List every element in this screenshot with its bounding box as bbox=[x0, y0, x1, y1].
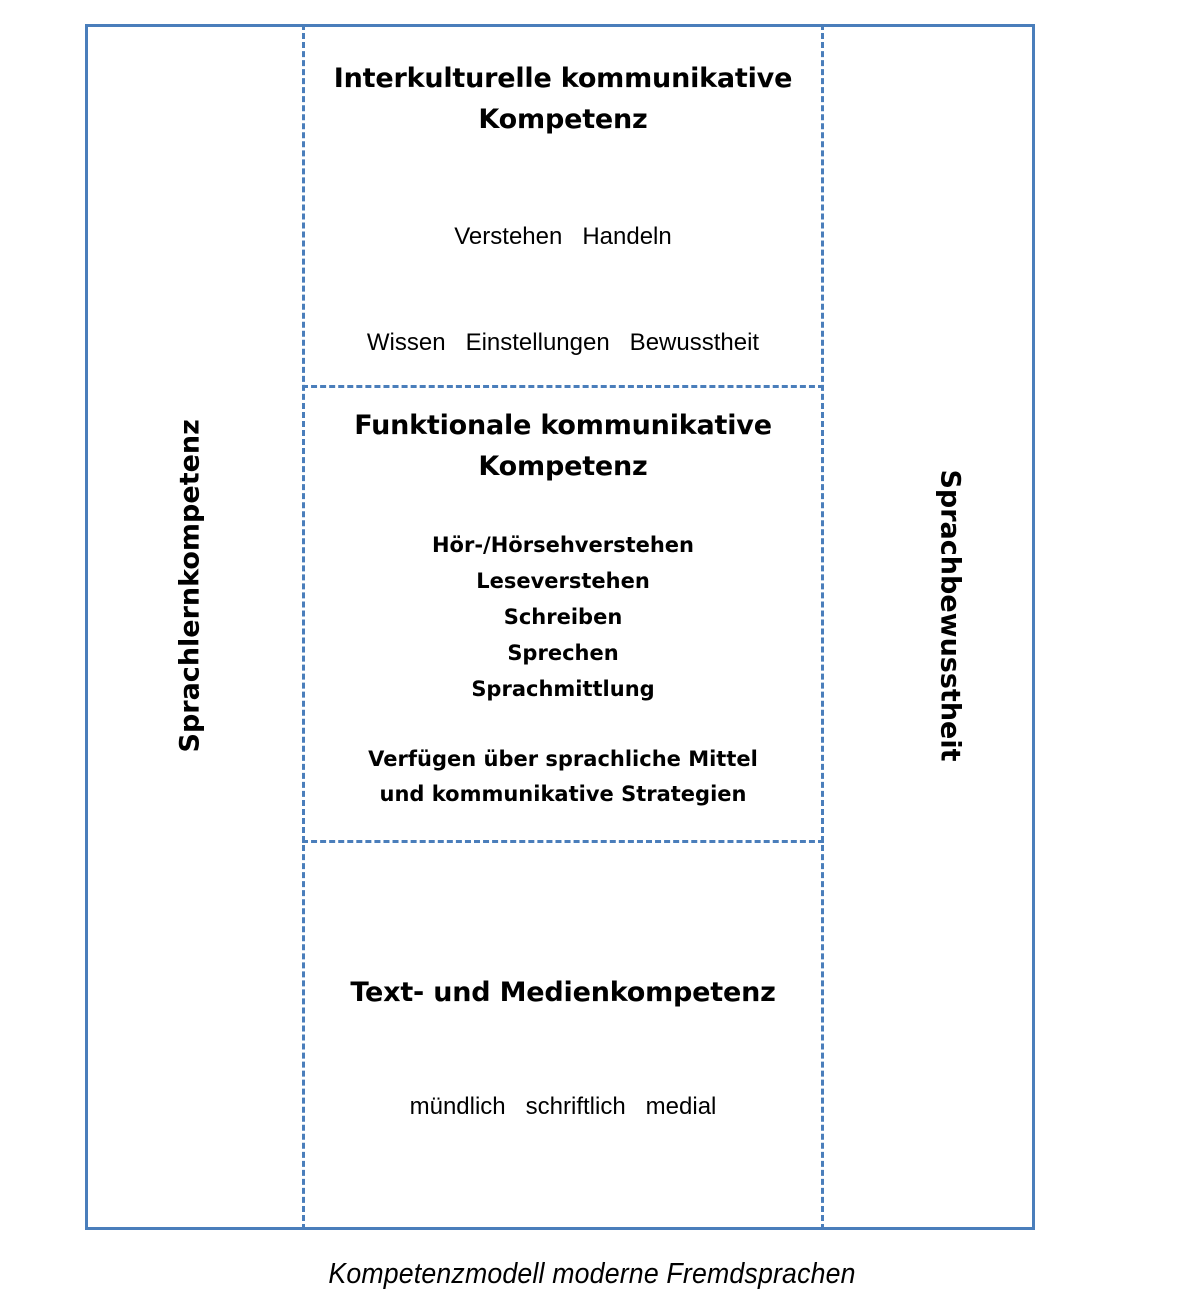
functional-competence-title-line-1: Funktionale kommunikative bbox=[354, 410, 772, 441]
intercultural-competence-title: Interkulturelle kommunikative Kompetenz bbox=[302, 58, 824, 140]
skill-list-item: Schreiben bbox=[503, 605, 623, 629]
intercultural-competence-title-line-2: Kompetenz bbox=[478, 104, 648, 135]
means-block-line-2: und kommunikative Strategien bbox=[379, 782, 747, 806]
side-label-sprachbewusstheit: Sprachbewusstheit bbox=[934, 469, 966, 762]
skill-list-item: Leseverstehen bbox=[476, 569, 650, 593]
skill-list-item: Sprechen bbox=[507, 641, 619, 665]
functional-competence-title: Funktionale kommunikative Kompetenz bbox=[302, 405, 824, 487]
diagram-caption: Kompetenzmodell moderne Fremdsprachen bbox=[328, 1258, 856, 1290]
side-label-sprachlernkompetenz: Sprachlernkompetenz bbox=[174, 419, 206, 753]
right-column-divider bbox=[821, 24, 824, 1230]
functional-competence-title-line-2: Kompetenz bbox=[478, 451, 648, 482]
skill-list-item: Hör-/Hörsehverstehen bbox=[431, 533, 694, 557]
functional-competence-skill-list: Hör-/Hörsehverstehen Leseverstehen Schre… bbox=[302, 527, 824, 707]
intercultural-competence-row-verstehen-handeln: Verstehen Handeln bbox=[454, 223, 672, 250]
functional-competence-means-block: Verfügen über sprachliche Mittel und kom… bbox=[302, 742, 824, 812]
outer-frame-border bbox=[85, 24, 1035, 1230]
skill-list-item: Sprachmittlung bbox=[471, 677, 655, 701]
intercultural-competence-title-line-1: Interkulturelle kommunikative bbox=[333, 63, 793, 94]
left-column-divider bbox=[302, 24, 305, 1230]
text-media-competence-title: Text- und Medienkompetenz bbox=[350, 977, 776, 1008]
intercultural-competence-row-wissen-einstellungen-bewusstheit: Wissen Einstellungen Bewusstheit bbox=[366, 329, 760, 356]
text-media-competence-row-modes: mündlich schriftlich medial bbox=[409, 1093, 717, 1120]
functional-box-bottom-divider bbox=[302, 840, 824, 843]
functional-box-top-divider bbox=[302, 385, 824, 388]
means-block-line-1: Verfügen über sprachliche Mittel bbox=[368, 747, 758, 771]
